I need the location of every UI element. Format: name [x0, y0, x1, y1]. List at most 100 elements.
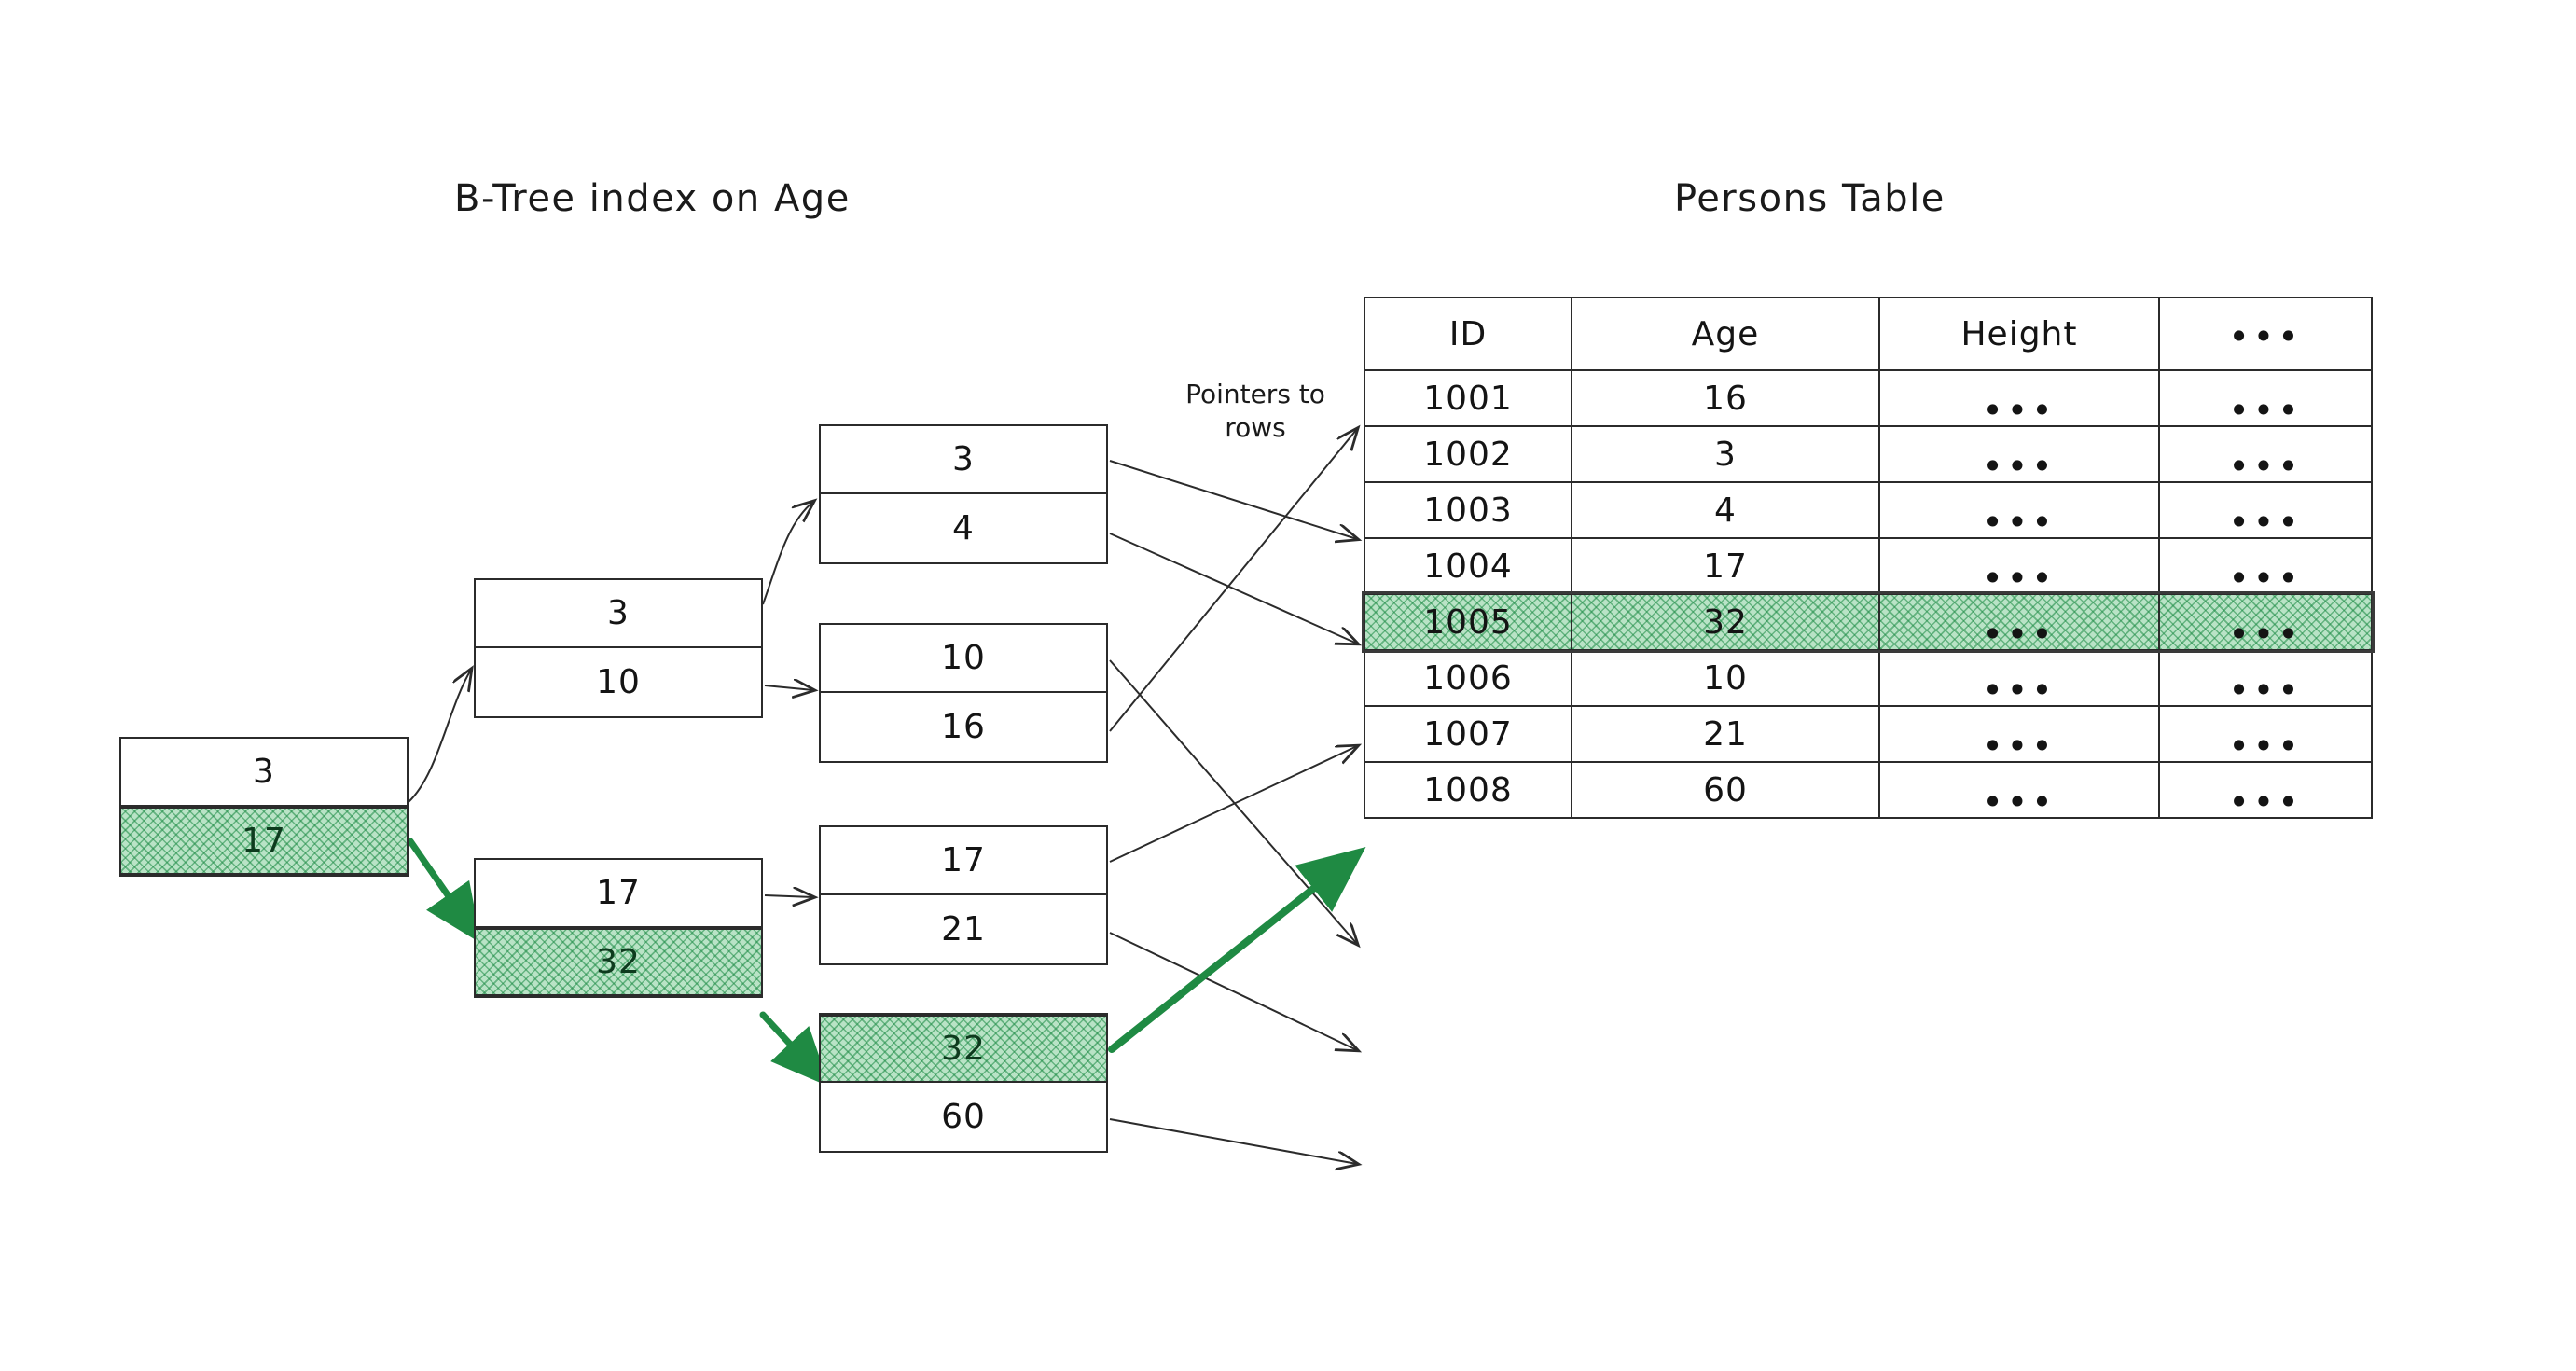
ellipsis-icon: •••: [1982, 557, 2057, 599]
cell-more: •••: [2158, 425, 2373, 484]
pointer-leaf2-10-to-row-1006: [1109, 659, 1357, 944]
cell-more: •••: [2158, 481, 2373, 540]
leaf-node-2-cell-0[interactable]: 10: [821, 625, 1106, 693]
table-header-row: ID Age Height •••: [1364, 297, 2373, 371]
pointer-leaf4-60-to-row-1008: [1109, 1118, 1357, 1164]
ellipsis-icon: •••: [1982, 725, 2057, 767]
cell-age: 60: [1571, 761, 1880, 819]
cell-id: 1006: [1364, 649, 1572, 707]
cell-age: 17: [1571, 537, 1880, 595]
pointers-label-line2: rows: [1225, 412, 1286, 443]
cell-age: 32: [1571, 593, 1880, 651]
cell-id: 1007: [1364, 705, 1572, 763]
cell-id: 1001: [1364, 369, 1572, 427]
cell-id: 1004: [1364, 537, 1572, 595]
edge-internal-left-to-leaf1: [762, 502, 813, 605]
internal-node-right-cell-0[interactable]: 17: [476, 860, 761, 928]
root-node[interactable]: 3 17: [119, 737, 409, 877]
cell-height: •••: [1878, 369, 2160, 428]
cell-age: 3: [1571, 425, 1880, 483]
column-header-more: •••: [2158, 297, 2373, 371]
internal-node-right-cell-1[interactable]: 32: [476, 928, 761, 996]
cell-more: •••: [2158, 649, 2373, 708]
internal-node-left-cell-0[interactable]: 3: [476, 580, 761, 648]
cell-more: •••: [2158, 593, 2373, 652]
leaf-node-1-cell-0[interactable]: 3: [821, 426, 1106, 494]
cell-more: •••: [2158, 705, 2373, 764]
cell-height: •••: [1878, 537, 2160, 596]
pointer-leaf1-3-to-row-1002: [1109, 460, 1357, 539]
ellipsis-icon: •••: [2228, 315, 2303, 357]
leaf-node-3-cell-0[interactable]: 17: [821, 827, 1106, 895]
pointer-leaf3-17-to-row-1004: [1109, 746, 1357, 863]
ellipsis-icon: •••: [2228, 725, 2303, 767]
cell-age: 16: [1571, 369, 1880, 427]
pointer-leaf3-21-to-row-1007: [1109, 932, 1357, 1050]
column-header-id: ID: [1364, 297, 1572, 371]
ellipsis-icon: •••: [1982, 781, 2057, 823]
edge-root-to-internal-left: [408, 670, 471, 803]
persons-table-head: ID Age Height •••: [1364, 297, 2373, 371]
cell-age: 10: [1571, 649, 1880, 707]
cell-more: •••: [2158, 537, 2373, 596]
cell-id: 1008: [1364, 761, 1572, 819]
ellipsis-icon: •••: [1982, 389, 2057, 431]
leaf-node-3-cell-1[interactable]: 21: [941, 910, 986, 949]
column-header-age: Age: [1571, 297, 1880, 371]
cell-more: •••: [2158, 369, 2373, 428]
cell-id: 1002: [1364, 425, 1572, 483]
leaf-node-2-cell-1[interactable]: 16: [941, 708, 986, 746]
internal-node-right[interactable]: 17 32: [474, 858, 763, 998]
edge-internal-left-to-leaf2: [764, 686, 813, 690]
cell-age: 4: [1571, 481, 1880, 539]
leaf-node-1-cell-1[interactable]: 4: [952, 509, 975, 547]
leaf-node-1[interactable]: 3 4: [819, 424, 1108, 564]
btree-title: B-Tree index on Age: [454, 177, 851, 220]
ellipsis-icon: •••: [2228, 445, 2303, 487]
edge-root-to-internal-right: [407, 838, 481, 944]
cell-id: 1003: [1364, 481, 1572, 539]
leaf-node-4-cell-1[interactable]: 60: [941, 1098, 986, 1136]
ellipsis-icon: •••: [2228, 389, 2303, 431]
root-node-cell-1[interactable]: 17: [121, 807, 407, 875]
internal-node-left[interactable]: 3 10: [474, 578, 763, 718]
ellipsis-icon: •••: [1982, 445, 2057, 487]
pointers-to-rows-label: Pointers to rows: [1143, 378, 1367, 445]
edge-internal-right-to-leaf4: [759, 1011, 830, 1087]
cell-height: •••: [1878, 705, 2160, 764]
edge-internal-right-to-leaf3: [764, 895, 813, 897]
ellipsis-icon: •••: [2228, 781, 2303, 823]
column-header-height: Height: [1878, 297, 2160, 371]
cell-height: •••: [1878, 761, 2160, 820]
cell-height: •••: [1878, 481, 2160, 540]
ellipsis-icon: •••: [2228, 557, 2303, 599]
leaf-node-2[interactable]: 10 16: [819, 623, 1108, 763]
ellipsis-icon: •••: [2228, 669, 2303, 711]
leaf-node-4-cell-0[interactable]: 32: [821, 1015, 1106, 1083]
root-node-cell-0[interactable]: 3: [121, 739, 407, 807]
pointers-label-line1: Pointers to: [1185, 379, 1325, 409]
pointer-leaf2-16-to-row-1001: [1109, 429, 1357, 732]
cell-id: 1005: [1364, 593, 1572, 651]
internal-node-left-cell-1[interactable]: 10: [596, 663, 641, 701]
leaf-node-4[interactable]: 32 60: [819, 1013, 1108, 1153]
ellipsis-icon: •••: [1982, 501, 2057, 543]
cell-height: •••: [1878, 425, 2160, 484]
cell-more: •••: [2158, 761, 2373, 820]
leaf-node-3[interactable]: 17 21: [819, 825, 1108, 965]
pointer-leaf4-32-to-row-1005: [1108, 847, 1366, 1053]
ellipsis-icon: •••: [1982, 613, 2057, 655]
cell-age: 21: [1571, 705, 1880, 763]
cell-height: •••: [1878, 593, 2160, 652]
